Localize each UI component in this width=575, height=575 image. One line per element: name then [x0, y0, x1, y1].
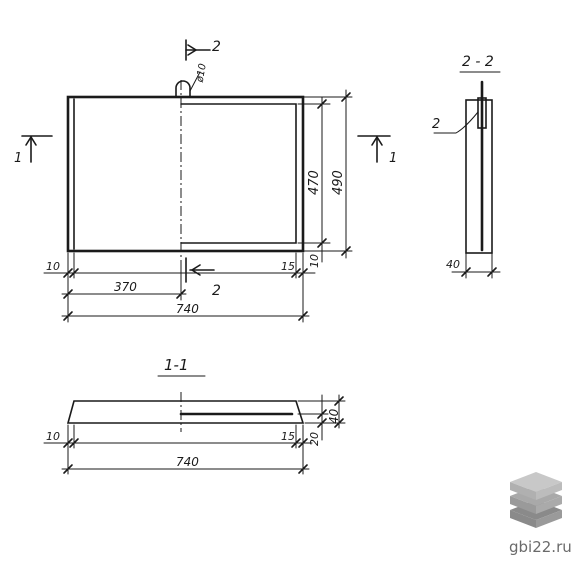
dim-470-label: 470: [307, 170, 322, 195]
section-2-bottom-label: 2: [212, 283, 221, 299]
tick-1-1-b: [317, 418, 327, 428]
dim-right-edge-label: 15: [281, 260, 295, 273]
slab-layer-bottom-side-right: [536, 510, 562, 528]
tick-2-2-b: [487, 267, 497, 277]
tick-1-1-a: [317, 409, 327, 419]
slab-layer-top-side-right: [536, 482, 562, 500]
tick-370-b: [176, 289, 186, 299]
section-1-right-label: 1: [389, 151, 397, 166]
section-1-1-dim-right-label: 15: [281, 430, 295, 443]
tick-740-a: [63, 311, 73, 321]
slab-outline: [66, 95, 305, 253]
dim-bottom-right-label: 10: [308, 254, 321, 268]
section-1-1-dim-total-label: 740: [176, 455, 199, 469]
section-2-2-view: 2 - 2 2 40: [432, 54, 501, 279]
section-2-2-thickness-label: 40: [446, 258, 460, 271]
slab-layer-middle-side-right: [536, 496, 562, 514]
tick-1-1-i: [63, 464, 73, 474]
tick-490-b: [341, 246, 351, 256]
dim-half-label: 370: [114, 280, 137, 294]
section-1-1-dim-left-label: 10: [46, 430, 60, 443]
tick-740-b: [298, 311, 308, 321]
tick-370-a: [63, 289, 73, 299]
section-1-1-dim-20-label: 20: [308, 432, 321, 446]
section-2-2-title: 2 - 2: [462, 54, 494, 70]
slab-layer-top-side-left: [510, 482, 536, 500]
slab-layer-bottom-side-left: [510, 510, 536, 528]
tick-1-1-h: [298, 438, 308, 448]
section-1-1-view: 1-1 20 40 10 15 740: [43, 356, 346, 475]
tick-1-1-g: [291, 438, 301, 448]
section-2-2-loop: [477, 97, 487, 129]
dim-total-label: 740: [176, 302, 199, 316]
callout-2-label: 2: [432, 117, 440, 132]
tick-1-1-c: [334, 396, 344, 406]
section-1-1-title: 1-1: [164, 356, 189, 374]
tick-10-a: [63, 268, 73, 278]
stacked-slabs-icon: [510, 472, 562, 528]
loop-dim-label: ø10: [195, 63, 209, 84]
tick-1-1-j: [298, 464, 308, 474]
tick-15-a: [291, 268, 301, 278]
dim-left-edge-label: 10: [46, 260, 60, 273]
plan-view: ø10 2 2 1 1 470 490 10: [14, 39, 397, 323]
tick-490-a: [341, 92, 351, 102]
tick-1-1-f: [69, 438, 79, 448]
tick-470-a: [317, 99, 327, 109]
tick-470-b: [317, 238, 327, 248]
dim-490-label: 490: [331, 170, 346, 195]
watermark: gbi22.ru: [509, 472, 572, 556]
section-2-top-label: 2: [212, 39, 221, 55]
tick-1-1-e: [63, 438, 73, 448]
right-inner-frame: [180, 103, 297, 244]
section-1-1-dim-40-label: 40: [327, 408, 341, 424]
tick-10-b: [69, 268, 79, 278]
slab-layer-middle-side-left: [510, 496, 536, 514]
section-1-1-outline: [66, 400, 305, 424]
loop-leader: [189, 71, 201, 92]
lifting-loop: [175, 80, 191, 98]
tick-15-b: [298, 268, 308, 278]
tick-2-2-a: [461, 267, 471, 277]
tick-1-1-d: [334, 418, 344, 428]
callout-2-leader: [433, 111, 479, 134]
watermark-text: gbi22.ru: [509, 538, 572, 556]
section-2-2-outline: [465, 99, 493, 254]
section-1-left-label: 1: [14, 151, 22, 166]
